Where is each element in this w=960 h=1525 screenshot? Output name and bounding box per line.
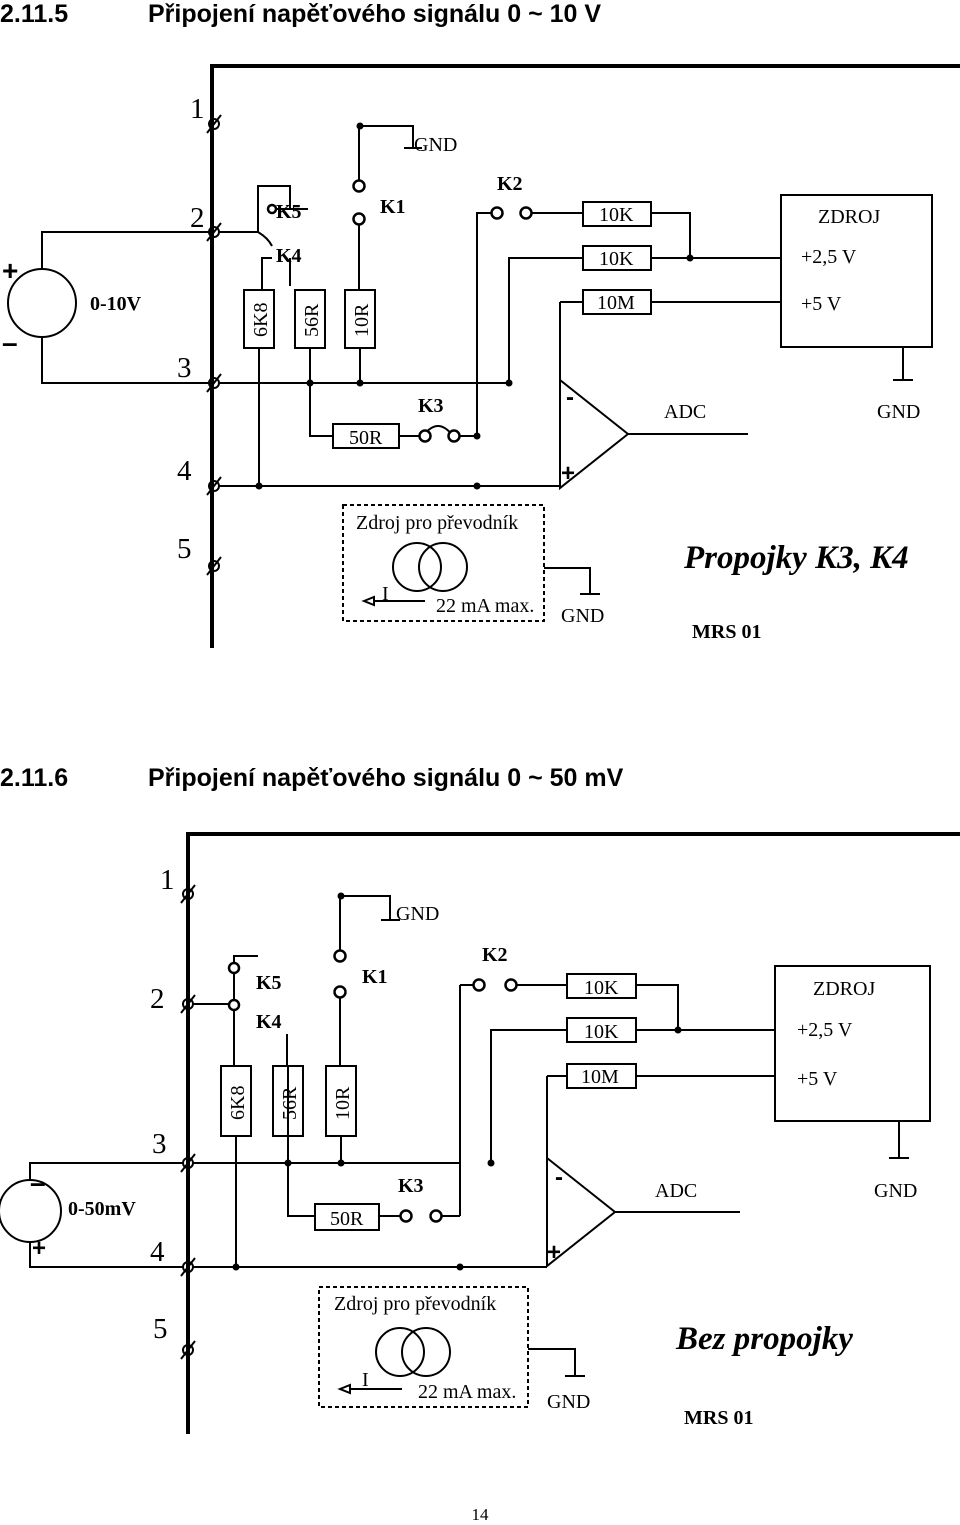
resistor-10k-b-label-2: 10K <box>584 1021 619 1043</box>
opamp-minus-label-2: - <box>555 1164 563 1191</box>
voltage-source-0-10v <box>7 231 209 384</box>
resistor-10r-label: 10R <box>351 303 373 337</box>
caption-no-jumper: Bez propojky <box>675 1321 853 1357</box>
resistor-6k8-label-2: 6K8 <box>227 1086 249 1120</box>
circuit-diagram-1: 1 2 3 4 5 + – 0-10V K5 K4 K1 K2 K3 GND 6… <box>2 64 960 648</box>
section-1-title: Připojení napěťového signálu 0 ~ 10 V <box>148 0 602 28</box>
gnd-label-top: GND <box>414 134 457 156</box>
resistor-6k8-label: 6K8 <box>250 303 272 337</box>
resistor-10m-label: 10M <box>597 292 635 314</box>
resistor-10k-a-label-2: 10K <box>584 977 619 999</box>
gnd-label-opamp: GND <box>561 605 604 627</box>
resistor-10r-label-2: 10R <box>332 1086 354 1120</box>
supply-name-label-2: ZDROJ <box>813 978 875 1000</box>
source-label: 0-10V <box>90 293 142 315</box>
jumper-k4-label-2: K4 <box>256 1011 282 1033</box>
terminal-5-label: 5 <box>177 533 192 565</box>
current-source-max-label-2: 22 mA max. <box>418 1381 516 1403</box>
terminal-4-label-2: 4 <box>150 1236 165 1268</box>
current-source-title: Zdroj pro převodník <box>356 512 518 534</box>
supply-v2-label: +5 V <box>801 293 842 315</box>
terminal-1-label: 1 <box>190 93 205 125</box>
adc-label: ADC <box>664 401 706 423</box>
current-source-i-label-2: I <box>362 1369 369 1391</box>
jumper-k2-label: K2 <box>497 173 523 195</box>
terminal-4-label: 4 <box>177 455 192 487</box>
terminal-3-label: 3 <box>177 352 192 384</box>
jumper-k1-label-2: K1 <box>362 966 388 988</box>
gnd-label-opamp-2: GND <box>547 1391 590 1413</box>
current-source-title-2: Zdroj pro převodník <box>334 1293 496 1315</box>
enclosure-frame <box>210 64 960 648</box>
section-2-title: Připojení napěťového signálu 0 ~ 50 mV <box>148 764 624 792</box>
current-source-i-label: I <box>382 583 389 605</box>
source-minus-sign: – <box>2 327 18 358</box>
caption-jumpers: Propojky K3, K4 <box>683 540 909 576</box>
terminal-5-label-2: 5 <box>153 1313 168 1345</box>
resistor-56r-label: 56R <box>301 303 323 337</box>
resistor-50r-label: 50R <box>349 427 383 449</box>
opamp-plus-label: + <box>561 460 575 487</box>
circuit-diagram-2: 1 2 3 4 5 – + 0-50mV K5 K4 K1 K2 K3 GND … <box>0 832 960 1434</box>
gnd-label-supply: GND <box>877 401 920 423</box>
jumper-k5-label-2: K5 <box>256 972 282 994</box>
jumper-k2-label-2: K2 <box>482 944 508 966</box>
resistor-50r-label-2: 50R <box>330 1208 364 1230</box>
resistor-10k-b-label: 10K <box>599 248 634 270</box>
jumper-k5-label: K5 <box>276 201 302 223</box>
current-source-max-label: 22 mA max. <box>436 595 534 617</box>
supply-v1-label: +2,5 V <box>801 246 857 268</box>
terminal-1-label-2: 1 <box>160 864 175 896</box>
section-1-number: 2.11.5 <box>0 0 69 28</box>
jumper-k1-label: K1 <box>380 196 406 218</box>
source-label-2: 0-50mV <box>68 1198 136 1220</box>
enclosure-frame-2 <box>186 832 960 1434</box>
page-number: 14 <box>471 1505 489 1524</box>
terminal-2-label-2: 2 <box>150 983 165 1015</box>
source-minus-sign-2: – <box>30 1167 46 1198</box>
resistor-10k-a-label: 10K <box>599 204 634 226</box>
supply-v2-label-2: +5 V <box>797 1068 838 1090</box>
model-label: MRS 01 <box>692 621 761 643</box>
jumper-k3-label-2: K3 <box>398 1175 424 1197</box>
section-1-heading: 2.11.5 Připojení napěťového signálu 0 ~ 1… <box>0 0 601 29</box>
resistor-56r-label-2: 56R <box>279 1086 301 1120</box>
jumper-k3-label: K3 <box>418 395 444 417</box>
gnd-label-top-2: GND <box>396 903 439 925</box>
adc-label-2: ADC <box>655 1180 697 1202</box>
gnd-label-supply-2: GND <box>874 1180 917 1202</box>
supply-name-label: ZDROJ <box>818 206 880 228</box>
opamp-plus-label-2: + <box>547 1239 561 1266</box>
section-2-number: 2.11.6 <box>0 764 69 792</box>
terminal-3-label-2: 3 <box>152 1128 167 1160</box>
section-2-heading: 2.11.6 Připojení napěťového signálu 0 ~ 5… <box>0 764 623 793</box>
resistor-10m-label-2: 10M <box>581 1066 619 1088</box>
terminal-markers <box>206 114 222 576</box>
source-plus-sign: + <box>2 255 18 286</box>
model-label-2: MRS 01 <box>684 1407 753 1429</box>
jumper-k4-label: K4 <box>276 245 302 267</box>
voltage-source-0-50mv <box>0 1162 183 1268</box>
source-plus-sign-2: + <box>32 1235 46 1262</box>
opamp-minus-label: - <box>566 384 574 411</box>
terminal-2-label: 2 <box>190 202 205 234</box>
supply-v1-label-2: +2,5 V <box>797 1019 853 1041</box>
